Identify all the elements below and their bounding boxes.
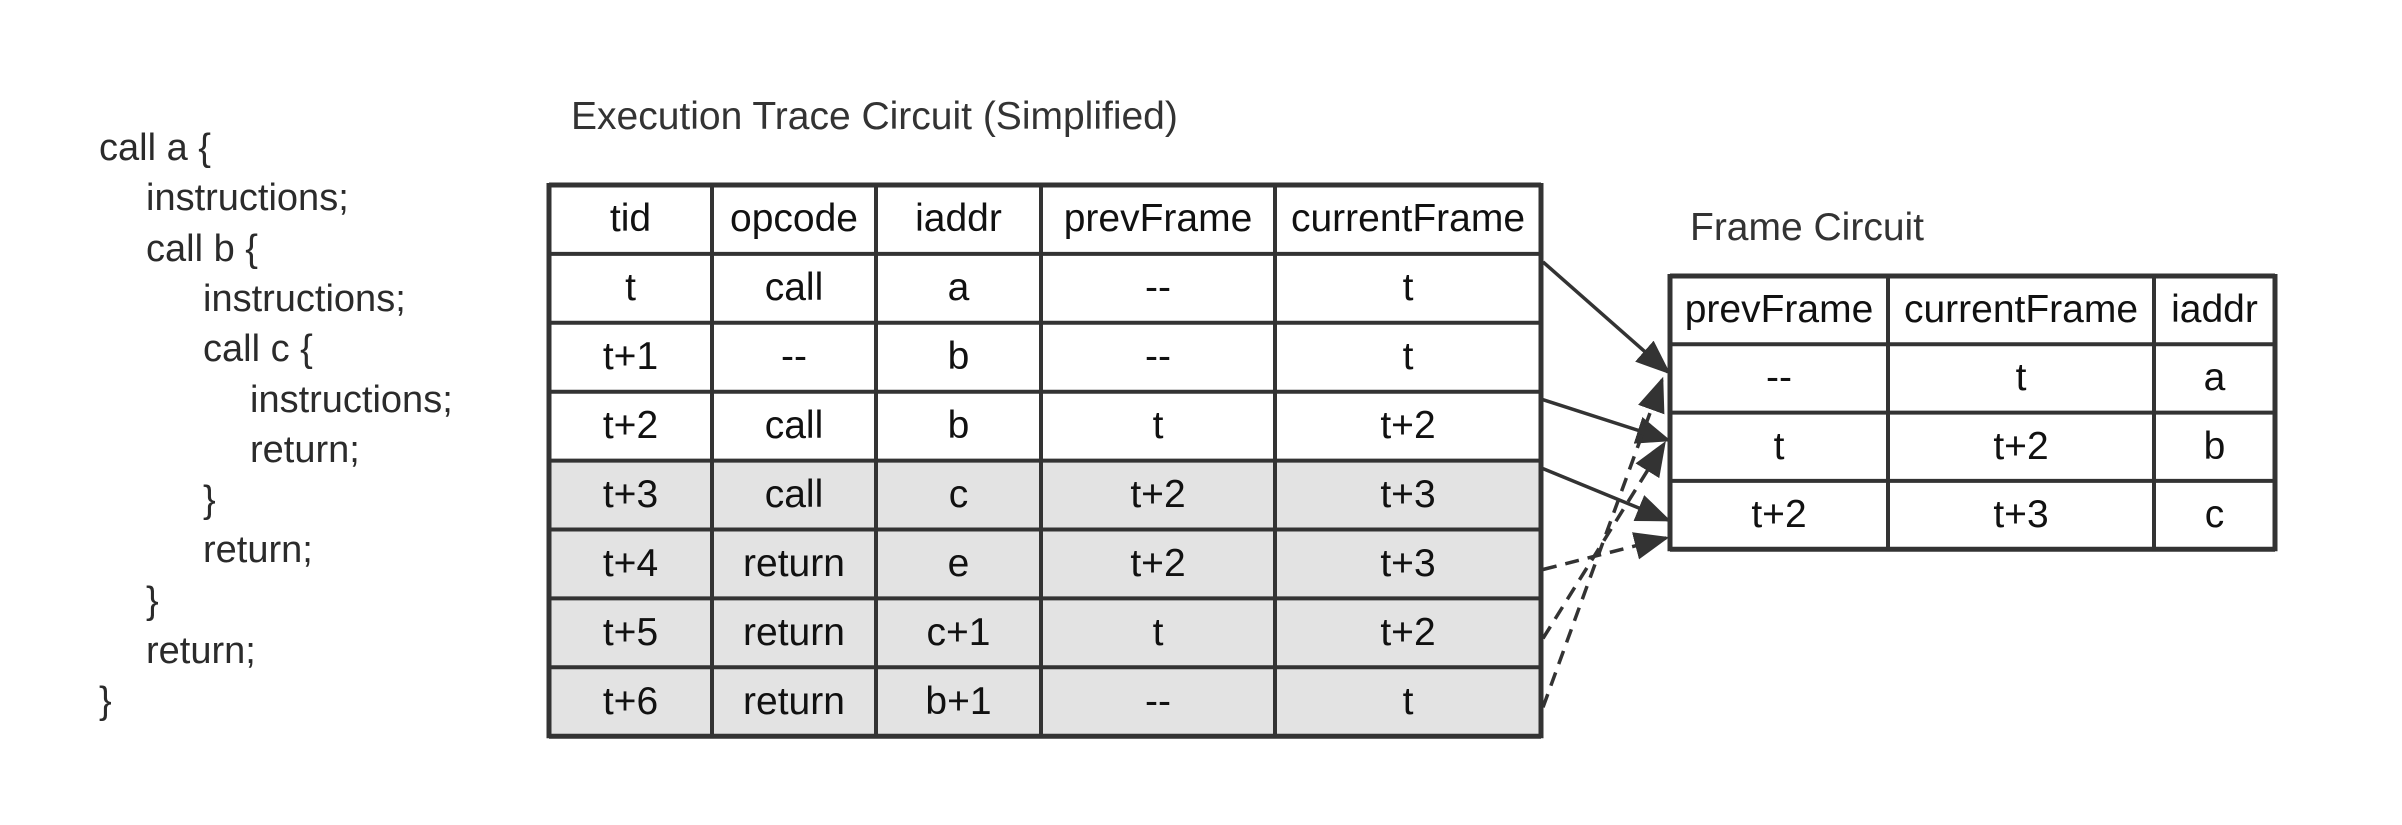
trace_table-cell: call — [764, 266, 824, 310]
code-line: instructions; — [203, 277, 406, 320]
trace_table-cell: t — [1041, 598, 1275, 668]
trace_table-cell: t+3 — [1275, 529, 1541, 599]
frame_table-cell: b — [2203, 424, 2226, 468]
trace_table-header-cell: iaddr — [915, 197, 1002, 241]
trace_table-cell: a — [947, 266, 970, 310]
trace_table-cell: t+2 — [602, 404, 659, 448]
trace_table-cell: -- — [1145, 335, 1171, 379]
trace_table-cell: t+4 — [549, 529, 712, 599]
frame_table-cell: -- — [1766, 356, 1792, 400]
trace_table-header-cell: opcode — [730, 197, 858, 241]
trace_table-cell: t — [1152, 404, 1164, 448]
trace_table-cell: t — [1275, 667, 1541, 737]
code-line: return; — [146, 630, 256, 672]
trace_table-cell: t+5 — [549, 598, 712, 668]
trace_table-cell: c+1 — [876, 598, 1041, 668]
trace_table-cell: t+2 — [1041, 460, 1275, 530]
code-line: instructions; — [146, 177, 349, 220]
frame_table-cell: t+2 — [1993, 424, 2049, 468]
frame_table-cell: t — [2015, 356, 2027, 400]
trace_table-cell: return — [712, 667, 876, 737]
trace_table-cell: t+1 — [602, 335, 659, 379]
trace_table-cell: t — [1402, 335, 1414, 379]
code-line: call c { — [203, 328, 313, 371]
trace_table-cell: t+2 — [1275, 598, 1541, 668]
trace_table-cell: -- — [1041, 667, 1275, 737]
frame_table-cell: t — [1773, 424, 1785, 468]
frame_table-header-cell: currentFrame — [1903, 288, 2139, 332]
trace_table-header-cell: prevFrame — [1063, 197, 1253, 241]
mapping-arrow-dashed — [1542, 532, 1670, 572]
trace_table-cell: b — [947, 404, 970, 448]
code-line: } — [99, 680, 112, 723]
trace_table-cell: c — [876, 460, 1041, 530]
trace_table-cell: e — [876, 529, 1041, 599]
trace_table-cell: call — [712, 460, 876, 530]
trace_table-cell: t+2 — [1041, 529, 1275, 599]
frame_table-header-cell: iaddr — [2171, 288, 2258, 332]
code-line: } — [146, 579, 159, 622]
trace-table-title: Execution Trace Circuit (Simplified) — [571, 95, 1178, 138]
trace_table-cell: call — [764, 404, 824, 448]
trace_table-header-cell: currentFrame — [1290, 197, 1526, 241]
trace_table-cell: t — [625, 266, 636, 310]
code-line: call a { — [99, 127, 211, 169]
trace_table-cell: return — [712, 529, 876, 599]
frame-table-title: Frame Circuit — [1690, 206, 1925, 249]
mapping-arrow-solid — [1542, 466, 1672, 522]
code-line: } — [203, 479, 216, 522]
mapping-arrow-dashed — [1541, 441, 1666, 640]
frame_table-header-cell: prevFrame — [1684, 288, 1874, 332]
code-line: call b { — [146, 227, 258, 270]
frame_table-cell: a — [2203, 356, 2226, 400]
frame_table-cell: t+2 — [1751, 493, 1807, 537]
trace_table-cell: t+3 — [1275, 460, 1541, 530]
trace_table-cell: -- — [781, 335, 807, 379]
trace_table-cell: -- — [1145, 266, 1171, 310]
trace_table-cell: t+2 — [1380, 404, 1436, 448]
code-line: return; — [203, 529, 313, 572]
mapping-arrow-solid — [1541, 260, 1671, 375]
trace_table-cell: t — [1402, 266, 1414, 310]
code-line: return; — [250, 428, 360, 471]
mapping-arrow-dashed — [1541, 376, 1665, 708]
trace_table-cell: t+6 — [549, 667, 712, 737]
trace_table-header-cell: tid — [609, 197, 652, 241]
frame_table-cell: t+3 — [1993, 493, 2049, 537]
code-line: instructions; — [250, 378, 453, 421]
trace_table-cell: b — [947, 335, 970, 379]
mapping-arrow-solid — [1542, 398, 1672, 444]
trace_table-cell: b+1 — [876, 667, 1041, 737]
frame_table-cell: c — [2204, 493, 2225, 537]
trace_table-cell: return — [712, 598, 876, 668]
trace_table-cell: t+3 — [549, 460, 712, 530]
